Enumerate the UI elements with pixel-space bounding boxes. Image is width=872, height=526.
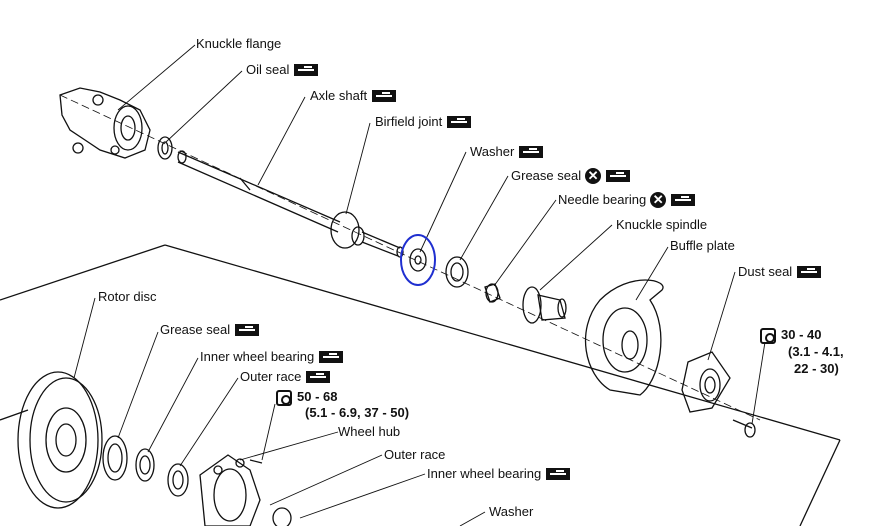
- inset-border-right: [164, 244, 841, 441]
- label-axle-shaft: Axle shaft: [310, 88, 397, 103]
- label-outer-race-upper: Outer race: [240, 369, 331, 384]
- label-knuckle-spindle: Knuckle spindle: [616, 217, 708, 232]
- inner-wheel-bearing-upper-part: [135, 448, 155, 482]
- inset-border-top: [0, 244, 166, 301]
- needle-bearing-part: [484, 283, 501, 303]
- wheel-hub-part: [199, 454, 263, 526]
- replace-x-icon: ✕: [650, 191, 667, 208]
- bolt-right-part: [732, 419, 756, 438]
- outer-race-upper-part: [167, 463, 189, 497]
- label-washer-lower: Washer: [489, 504, 534, 519]
- label-birfield-joint: Birfield joint: [375, 114, 472, 129]
- label-grease-seal-lower: Grease seal: [160, 322, 260, 337]
- grease-seal-lower-part: [102, 435, 128, 481]
- torque-wrench-icon: [760, 327, 776, 344]
- grease-badge-icon: [235, 323, 260, 336]
- torque-hub-line2: (5.1 - 6.9, 37 - 50): [305, 405, 410, 420]
- grease-badge-icon: [606, 169, 631, 182]
- label-washer-upper: Washer: [470, 144, 544, 159]
- outer-race-lower-part: [272, 507, 292, 526]
- birfield-joint-part: [330, 211, 404, 258]
- dust-seal-part: [681, 351, 731, 413]
- torque-right: 30 - 40: [760, 327, 821, 344]
- label-buffle-plate: Buffle plate: [670, 238, 735, 253]
- washer-part: [409, 248, 427, 272]
- grease-badge-icon: [294, 63, 319, 76]
- grease-badge-icon: [372, 89, 397, 102]
- grease-badge-icon: [447, 115, 472, 128]
- grease-badge-icon: [319, 350, 344, 363]
- leader-lines: [73, 44, 766, 526]
- torque-hub: 50 - 68: [276, 389, 337, 406]
- rotor-disc-part: [17, 371, 103, 509]
- label-grease-seal-upper: Grease seal✕: [511, 167, 631, 185]
- label-inner-wheel-bearing-lower: Inner wheel bearing: [427, 466, 571, 481]
- label-knuckle-flange: Knuckle flange: [196, 36, 282, 51]
- grease-badge-icon: [546, 467, 571, 480]
- torque-right-line3: 22 - 30): [794, 361, 839, 376]
- grease-badge-icon: [306, 370, 331, 383]
- grease-badge-icon: [797, 265, 822, 278]
- label-inner-wheel-bearing-upper: Inner wheel bearing: [200, 349, 344, 364]
- replace-x-icon: ✕: [585, 167, 602, 184]
- highlight-circle: [400, 234, 436, 286]
- label-outer-race-lower: Outer race: [384, 447, 446, 462]
- label-needle-bearing: Needle bearing✕: [558, 191, 696, 209]
- label-dust-seal: Dust seal: [738, 264, 822, 279]
- axle-shaft-part: [177, 150, 341, 233]
- grease-badge-icon: [519, 145, 544, 158]
- buffle-plate-part: [584, 279, 664, 396]
- grease-seal-upper-part: [445, 256, 469, 288]
- oil-seal-part: [157, 136, 173, 160]
- knuckle-flange-part: [59, 87, 151, 159]
- knuckle-spindle-part: [522, 286, 567, 324]
- label-oil-seal: Oil seal: [246, 62, 319, 77]
- torque-right-line2: (3.1 - 4.1,: [788, 344, 844, 359]
- label-rotor-disc: Rotor disc: [98, 289, 157, 304]
- torque-wrench-icon: [276, 389, 292, 406]
- grease-badge-icon: [671, 193, 696, 206]
- label-wheel-hub: Wheel hub: [338, 424, 401, 439]
